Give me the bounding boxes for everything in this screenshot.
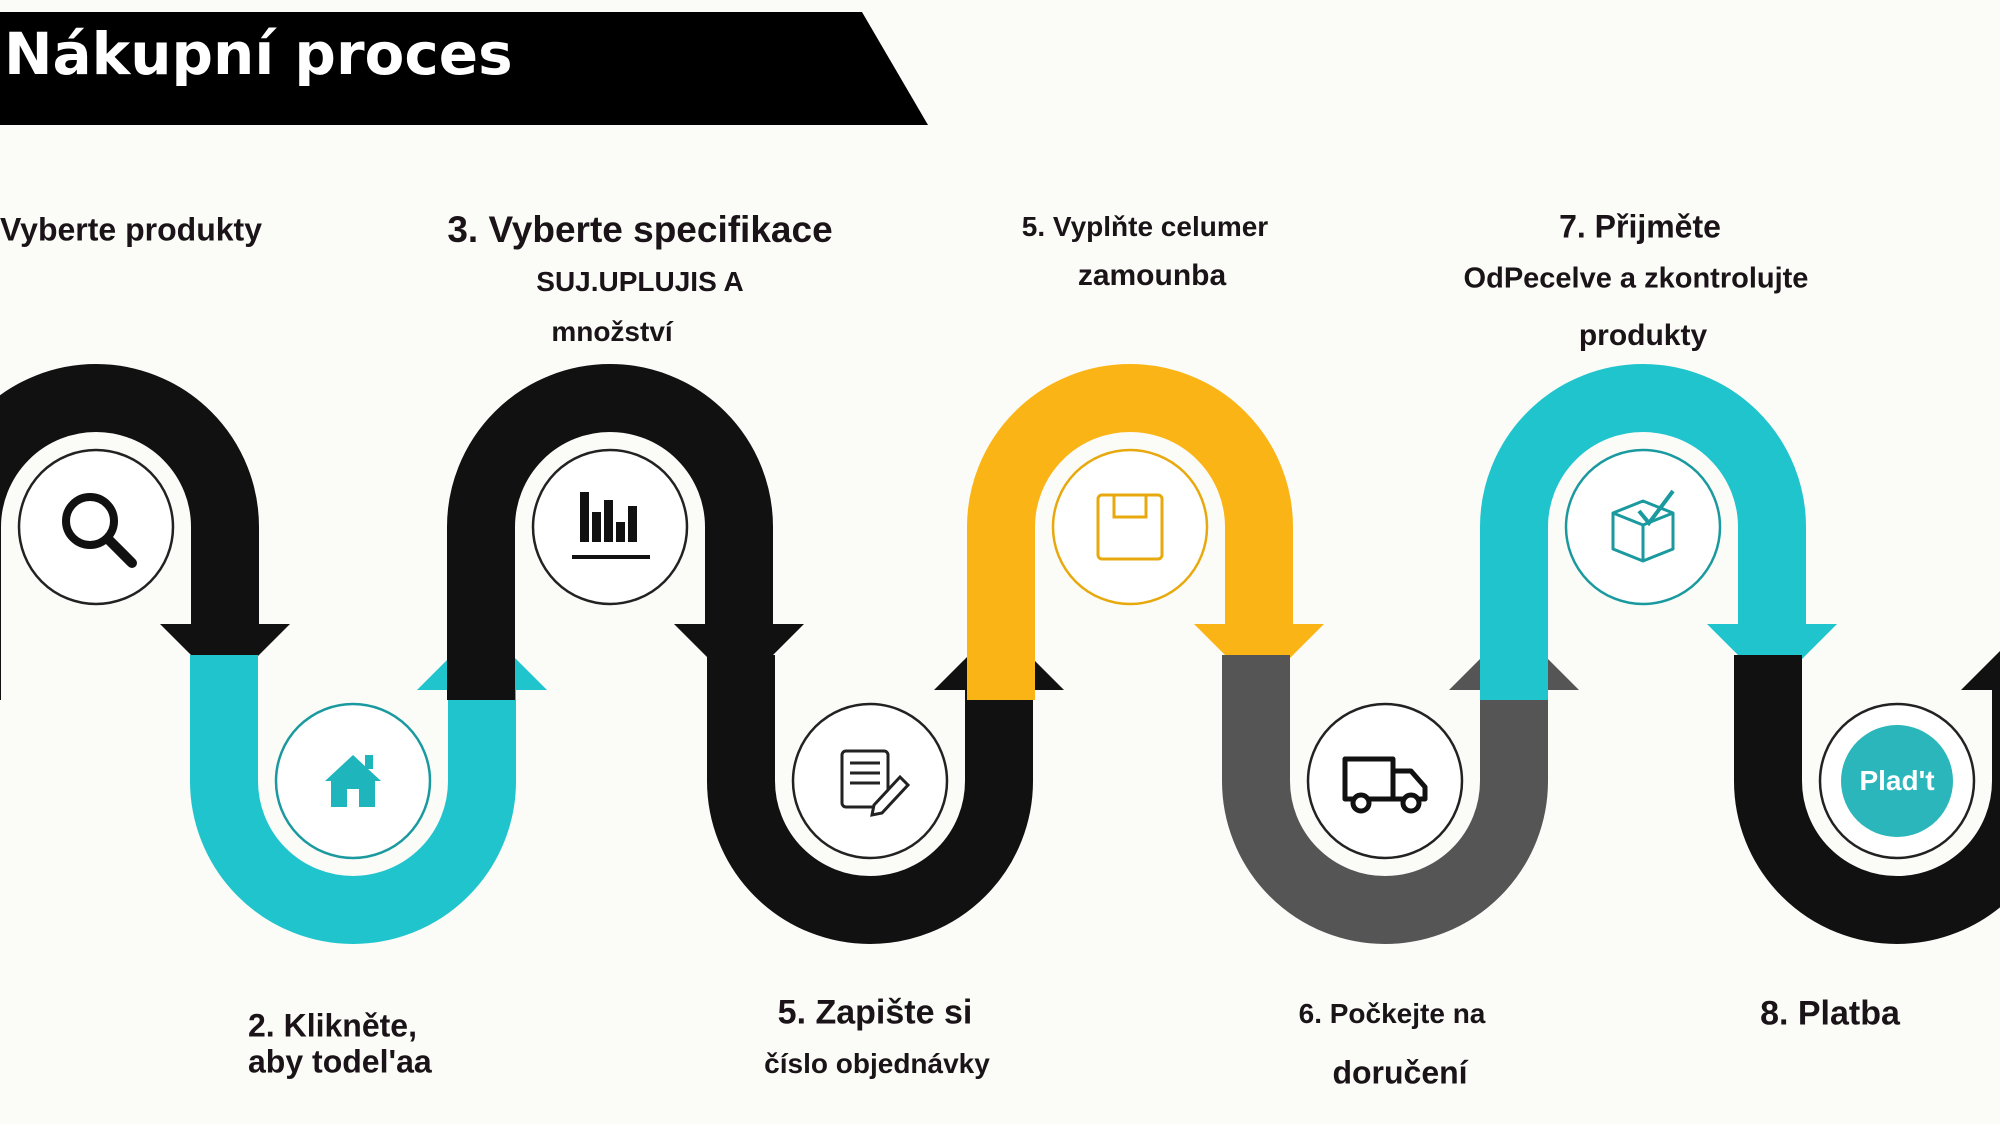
step-3-label-line1: 3. Vyberte specifikace [447, 209, 833, 250]
step-4-label-line2: číslo objednávky [764, 1048, 990, 1079]
step-7-label-line2: OdPecelve a zkontrolujte [1463, 262, 1809, 295]
page-title: Nákupní proces [4, 20, 513, 88]
step-8-arrow [1961, 651, 2000, 690]
step-3-label-line2: SUJ.UPLUJIS A [536, 266, 744, 297]
step-7-label-line3: produkty [1578, 319, 1708, 352]
truck-icon [1306, 702, 1464, 860]
step-5-label-line2: zamounba [1077, 259, 1227, 292]
step-3-label-line3: množství [551, 316, 673, 347]
floppy-disk-icon [1051, 448, 1209, 606]
box-check-icon [1564, 448, 1722, 606]
payment-badge-text: Plad't [1859, 765, 1935, 796]
step-6-label-line1: 6. Počkejte na [1298, 998, 1486, 1029]
step-7-path [1480, 364, 1806, 700]
step-8-path [1734, 655, 2000, 944]
edit-document-icon [791, 702, 949, 860]
step-4-label-line1: 5. Zapište si [777, 993, 973, 1032]
step-5-label-line1: 5. Vyplňte celumer [1021, 211, 1269, 242]
step-2-path [190, 655, 516, 944]
step-1-label: Vyberte produkty [0, 211, 262, 248]
step-8-label: 8. Platba [1760, 994, 1900, 1033]
step-7-label-line1: 7. Přijměte [1559, 208, 1721, 245]
step-6-path [1222, 655, 1548, 944]
bar-chart-icon [531, 448, 689, 606]
step-2-label-line1: 2. Klikněte, [248, 1007, 417, 1044]
search-icon [17, 448, 175, 606]
step-3-path [447, 364, 773, 700]
home-icon [274, 702, 432, 860]
step-2-label-line2: aby todel'aa [248, 1043, 432, 1080]
step-4-path [707, 655, 1033, 944]
payment-icon [1818, 702, 1976, 860]
title-banner [0, 12, 928, 125]
step-5-path [967, 364, 1293, 700]
step-6-label-line2: doručení [1332, 1054, 1468, 1091]
step-1-path [0, 364, 259, 700]
